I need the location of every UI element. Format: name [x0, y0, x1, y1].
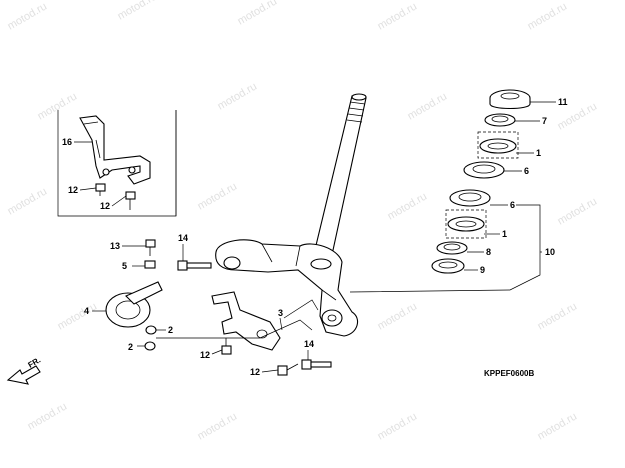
callout-2: 2 — [128, 342, 133, 352]
direction-label: FR. — [27, 355, 43, 369]
watermark: motod.ru — [6, 185, 50, 217]
seal-9 — [431, 258, 465, 274]
inset-frame — [57, 110, 177, 217]
callout-6: 6 — [524, 166, 529, 176]
callout-12: 12 — [68, 185, 78, 195]
watermark: motod.ru — [556, 195, 600, 227]
inset-bolt-lower — [125, 191, 136, 210]
diagram-code: KPPEF0600B — [484, 369, 534, 378]
watermark: motod.ru — [56, 300, 100, 332]
front-direction-arrow: FR. — [6, 355, 43, 385]
lower-fork-bridge — [215, 239, 359, 337]
callout-14: 14 — [178, 233, 188, 243]
watermark: motod.ru — [236, 0, 280, 28]
callout-1: 1 — [502, 229, 507, 239]
callout-8: 8 — [486, 247, 491, 257]
bolt-13 — [145, 239, 156, 256]
inset-bolt-upper — [95, 183, 106, 196]
callout-5: 5 — [122, 261, 127, 271]
watermark: motod.ru — [6, 0, 50, 32]
callout-3: 3 — [278, 308, 283, 318]
race-6-lower — [449, 189, 491, 207]
callout-16: 16 — [62, 137, 72, 147]
bearing-1-lower — [445, 209, 487, 239]
watermark: motod.ru — [406, 90, 450, 122]
watermark: motod.ru — [376, 300, 420, 332]
callout-12: 12 — [100, 201, 110, 211]
horn-bracket — [211, 291, 281, 351]
callout-12: 12 — [250, 367, 260, 377]
callout-9: 9 — [480, 265, 485, 275]
watermark: motod.ru — [376, 410, 420, 442]
race-8 — [436, 241, 468, 255]
callout-11: 11 — [558, 97, 568, 107]
callout-1: 1 — [536, 148, 541, 158]
watermark: motod.ru — [116, 0, 160, 23]
callout-12: 12 — [200, 350, 210, 360]
bolt-12-right — [277, 363, 299, 376]
horn — [105, 281, 163, 328]
callout-10: 10 — [545, 247, 555, 257]
watermark: motod.ru — [36, 90, 80, 122]
race-7 — [484, 113, 516, 127]
nut-5 — [144, 260, 156, 269]
watermark: motod.ru — [376, 0, 420, 32]
steering-stem-shaft — [311, 93, 367, 265]
watermark: motod.ru — [26, 400, 70, 432]
bolt-12-left — [221, 338, 232, 355]
callout-6: 6 — [510, 200, 515, 210]
watermark: motod.ru — [536, 410, 580, 442]
nut-11 — [489, 89, 531, 110]
watermark: motod.ru — [216, 80, 260, 112]
callout-7: 7 — [542, 116, 547, 126]
watermark: motod.ru — [196, 410, 240, 442]
washer-2-lower — [144, 341, 156, 351]
watermark: motod.ru — [526, 0, 570, 32]
callout-2: 2 — [168, 325, 173, 335]
watermark: motod.ru — [386, 190, 430, 222]
callout-13: 13 — [110, 241, 120, 251]
callouts: 16 12 12 13 5 4 2 2 14 3 12 12 14 11 7 1… — [62, 97, 568, 377]
bolt-14-upper — [177, 260, 212, 271]
callout-14: 14 — [304, 339, 314, 349]
washer-2-upper — [145, 325, 157, 335]
inset-bracket — [79, 115, 151, 185]
race-6-upper — [463, 161, 505, 179]
callout-4: 4 — [84, 306, 89, 316]
leader-lines — [74, 101, 556, 373]
bearing-1-upper — [477, 131, 519, 159]
watermark: motod.ru — [536, 300, 580, 332]
watermark: motod.ru — [196, 180, 240, 212]
bolt-14-lower — [301, 359, 332, 370]
